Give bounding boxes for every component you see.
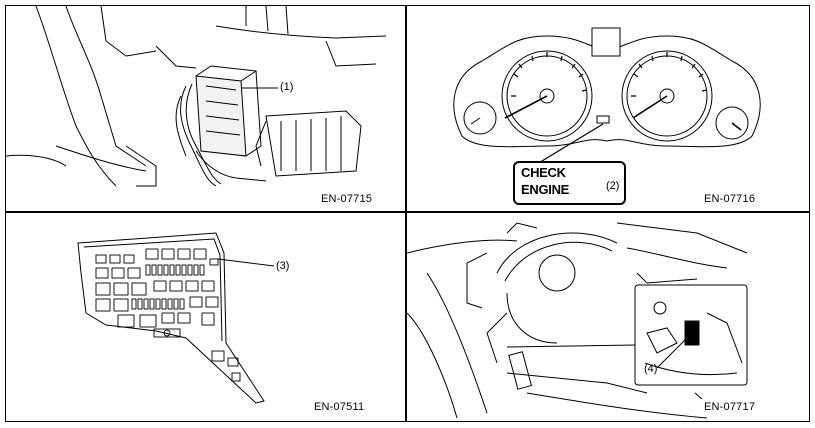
dashboard-illustration (407, 222, 748, 419)
callout-3: (3) (276, 260, 290, 272)
figure-code: EN-07511 (314, 401, 365, 413)
callout-2: (2) (606, 180, 620, 192)
callout-4: (4) (644, 363, 658, 375)
check-engine-lamp-callout: CHECK ENGINE (513, 161, 626, 205)
callout-1: (1) (280, 81, 294, 93)
figure-code: EN-07716 (704, 193, 756, 205)
check-label-line2: ENGINE (521, 182, 570, 197)
cluster-illustration (453, 27, 761, 187)
panel-ecm-location: (1) EN-07715 (5, 5, 406, 212)
check-label-line1: CHECK (521, 165, 566, 180)
panel-diagnosis-connector: (4) EN-07717 (406, 212, 810, 422)
panel-instrument-cluster: CHECK ENGINE (2) EN-07716 (406, 5, 810, 212)
panel-fuse-box: (3) EN-07511 (5, 212, 406, 422)
figure-code: EN-07715 (321, 193, 373, 205)
ecm-illustration (6, 6, 387, 187)
fuse-box-illustration (77, 232, 275, 404)
figure-code: EN-07717 (704, 401, 756, 413)
